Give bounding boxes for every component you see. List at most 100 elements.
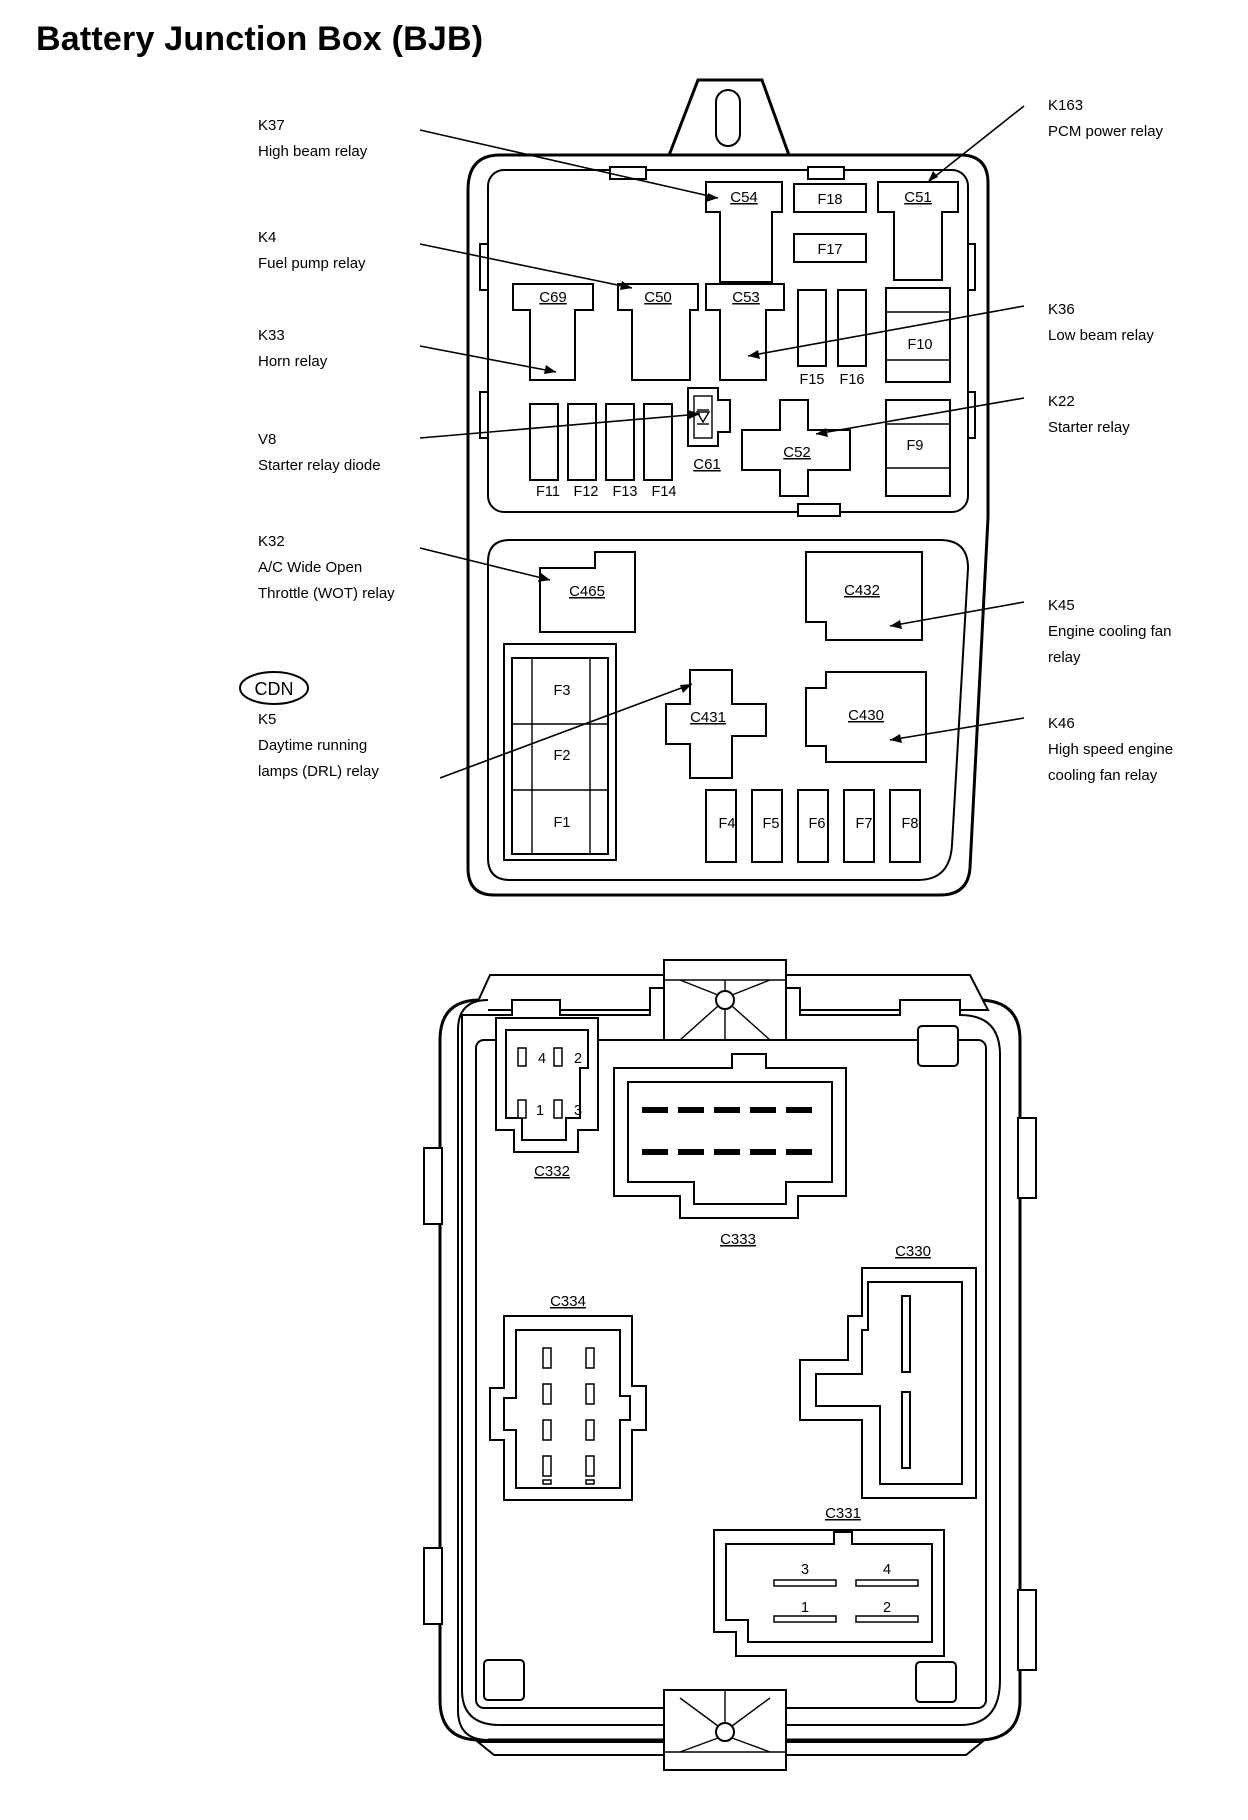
f10-label: F10: [908, 337, 933, 353]
f8-label: F8: [902, 816, 919, 832]
connector-c330-face: [815, 1281, 963, 1485]
connector-c432: [805, 551, 923, 641]
corner-pocket-bottom-right: [915, 1661, 957, 1703]
fuse-block-inner: [511, 657, 609, 855]
callout-labels: K37 High beam relay K4 Fuel pump relay K…: [239, 97, 1173, 784]
connector-c52: [741, 399, 851, 497]
f9-label: F9: [907, 438, 924, 454]
fuse-f16: [837, 289, 867, 367]
f7-label: F7: [856, 816, 873, 832]
c331-terminals: [773, 1579, 919, 1623]
k32-line2: Throttle (WOT) relay: [258, 585, 395, 602]
k45-code: K45: [1048, 597, 1075, 614]
clip-top-b: [807, 166, 845, 180]
k4-code: K4: [258, 229, 276, 246]
k22-code: K22: [1048, 393, 1075, 410]
k37-code: K37: [258, 117, 285, 134]
k36-code: K36: [1048, 301, 1075, 318]
mount-slot: [715, 89, 741, 147]
f14-label: F14: [652, 484, 677, 500]
bottom-right-latch-upper: [1017, 1117, 1037, 1199]
connector-c69: [512, 283, 594, 381]
f11-label: F11: [536, 484, 560, 500]
bottom-left-latch-lower: [423, 1547, 443, 1625]
f15-label: F15: [800, 372, 825, 388]
c331-pin-3: 3: [801, 1562, 809, 1578]
c334-label: C334: [550, 1293, 586, 1310]
c331-label: C331: [825, 1505, 861, 1522]
page-title: Battery Junction Box (BJB): [36, 20, 484, 58]
corner-pocket-top-right: [917, 1025, 959, 1067]
k4-desc: Fuel pump relay: [258, 255, 366, 272]
c331-pin-2: 2: [883, 1600, 891, 1616]
f6-label: F6: [809, 816, 826, 832]
connector-c331-face: [725, 1531, 933, 1643]
k46-line1: High speed engine: [1048, 741, 1173, 758]
k32-line1: A/C Wide Open: [258, 559, 362, 576]
c465-label: C465: [569, 583, 605, 600]
k22-desc: Starter relay: [1048, 419, 1130, 436]
bottom-view: 4 2 1 3 C332 C333 C330 C334 C331: [423, 959, 1037, 1771]
fuse-f4: [705, 789, 737, 863]
k46-line2: cooling fan relay: [1048, 767, 1158, 784]
f5-label: F5: [763, 816, 780, 832]
c431-label: C431: [690, 709, 726, 726]
fuse-f8: [889, 789, 921, 863]
c331-pin-1: 1: [801, 1600, 809, 1616]
c430-label: C430: [848, 707, 884, 724]
c69-label: C69: [539, 289, 567, 306]
c332-label: C332: [534, 1163, 570, 1180]
fuse-f5: [751, 789, 783, 863]
f13-label: F13: [613, 484, 638, 500]
k33-desc: Horn relay: [258, 353, 328, 370]
k163-code: K163: [1048, 97, 1083, 114]
fuse-f10: [885, 287, 951, 383]
f1-label: F1: [554, 815, 571, 831]
connector-c334-face: [503, 1329, 631, 1489]
c50-label: C50: [644, 289, 672, 306]
c61-label: C61: [693, 456, 721, 473]
k5-line2: lamps (DRL) relay: [258, 763, 379, 780]
connector-c53: [705, 283, 785, 381]
v8-code: V8: [258, 431, 276, 448]
cdn-badge: [239, 671, 309, 705]
c330-label: C330: [895, 1243, 931, 1260]
fuse-f14: [643, 403, 673, 481]
fuse-f15: [797, 289, 827, 367]
bottom-right-latch-lower: [1017, 1589, 1037, 1671]
clip-bottom: [797, 503, 841, 517]
fuse-f6: [797, 789, 829, 863]
c54-label: C54: [730, 189, 758, 206]
k37-desc: High beam relay: [258, 143, 368, 160]
connector-c51: [877, 181, 959, 281]
connector-c50: [617, 283, 699, 381]
connector-c61: [687, 387, 731, 447]
fuse-f18: [793, 183, 867, 213]
k163-desc: PCM power relay: [1048, 123, 1164, 140]
k45-line1: Engine cooling fan: [1048, 623, 1171, 640]
leader-lines: [419, 105, 1025, 779]
f4-label: F4: [719, 816, 736, 832]
fuse-f13: [605, 403, 635, 481]
k46-code: K46: [1048, 715, 1075, 732]
c332-pin-4: 4: [538, 1051, 546, 1067]
k32-code: K32: [258, 533, 285, 550]
c331-pin-4: 4: [883, 1562, 891, 1578]
connector-c54: [705, 181, 783, 283]
top-view: C54 F18 F17 C51 C69 C50 C53 F15 F16 F10 …: [466, 78, 990, 897]
leader-arrowheads: [538, 171, 938, 743]
fuse-f17: [793, 233, 867, 263]
connector-c431: [665, 669, 767, 779]
f16-label: F16: [840, 372, 865, 388]
c52-label: C52: [783, 444, 811, 461]
connector-c465: [539, 551, 636, 633]
f3-label: F3: [554, 683, 571, 699]
fuse-f7: [843, 789, 875, 863]
fuse-f12: [567, 403, 597, 481]
c332-pin-2: 2: [574, 1051, 582, 1067]
f2-label: F2: [554, 748, 571, 764]
k33-code: K33: [258, 327, 285, 344]
corner-pocket-bottom-left: [483, 1659, 525, 1701]
c332-pin-3: 3: [574, 1103, 582, 1119]
